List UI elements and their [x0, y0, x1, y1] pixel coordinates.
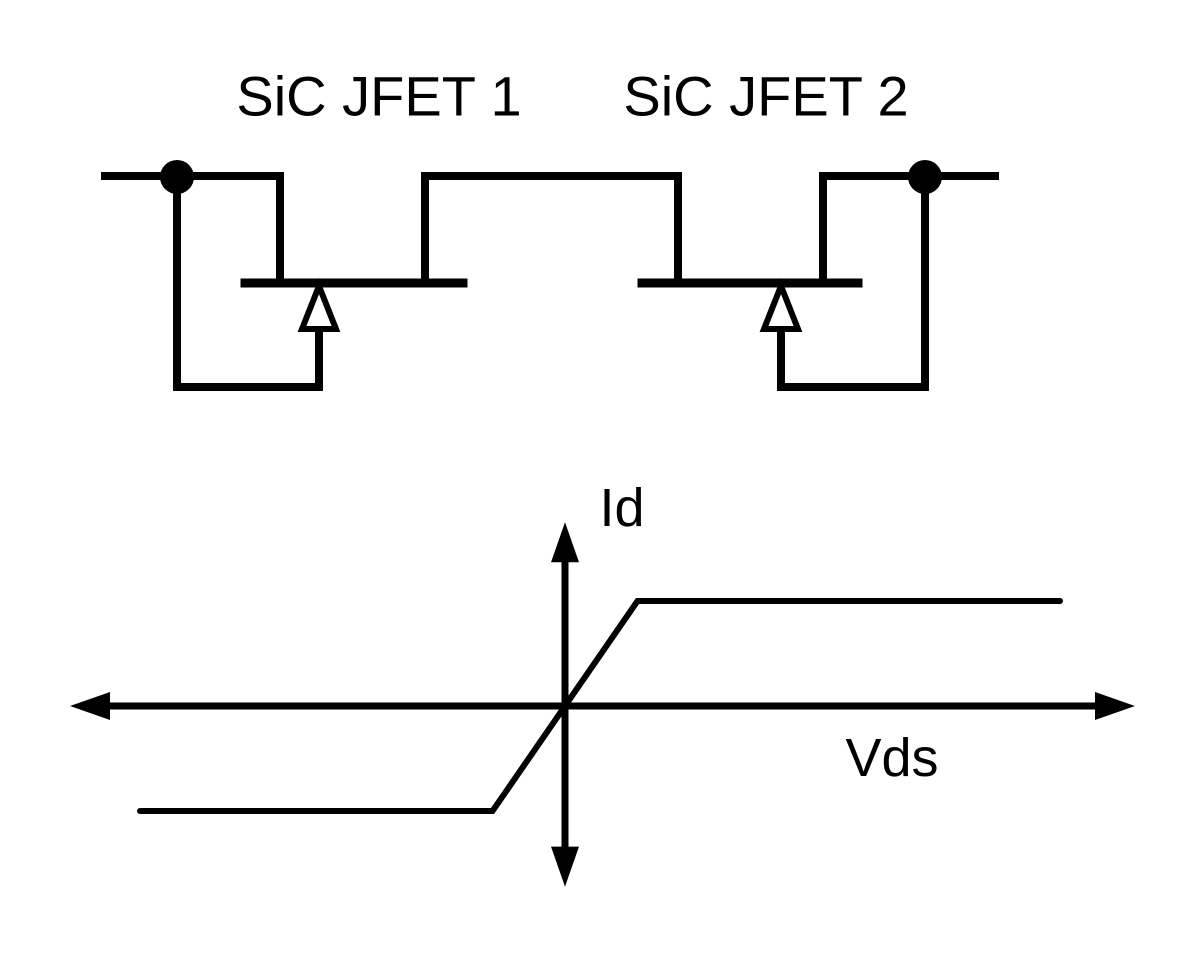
jfet2-gate-arrow [759, 277, 803, 332]
vds-axis-label: Vds [845, 728, 938, 788]
jfet2-label: SiC JFET 2 [623, 65, 908, 128]
jfet1-terminal-junction-dot [160, 160, 194, 194]
vds-axis-left-arrowhead [70, 692, 110, 720]
jfet-circuit-diagram: SiC JFET 1 SiC JFET 2 [101, 65, 999, 391]
id-axis-top-arrowhead [551, 522, 579, 563]
jfet2-terminal-junction-dot [908, 160, 942, 194]
jfet1-label: SiC JFET 1 [236, 65, 521, 128]
vds-axis-right-arrowhead [1095, 692, 1135, 720]
id-vds-characteristic-graph: Vds Id [70, 478, 1135, 887]
id-axis-bottom-arrowhead [551, 846, 579, 887]
jfet1-gate-arrow [297, 277, 341, 332]
id-vds-curve [137, 598, 1063, 814]
id-axis-label: Id [599, 478, 644, 538]
